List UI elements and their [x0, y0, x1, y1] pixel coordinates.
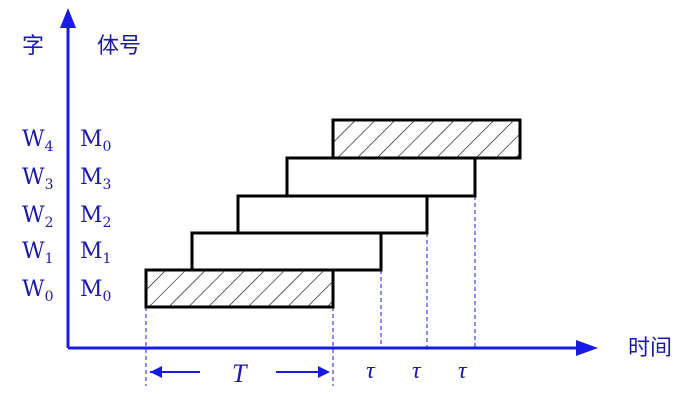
- box-w0-hatched: [144, 268, 335, 309]
- word-label-w3: W3: [22, 165, 54, 193]
- box-w4-hatched: [331, 118, 522, 160]
- y-axis-arrow: [60, 8, 76, 28]
- body-label-m0-top: M0: [80, 127, 111, 155]
- box-w2: [236, 194, 429, 235]
- word-label-w2: W2: [22, 203, 54, 231]
- box-w1: [190, 231, 383, 272]
- body-column-label: 体号: [97, 34, 141, 59]
- body-label-m2: M2: [80, 203, 111, 231]
- body-label-m1: M1: [80, 239, 111, 267]
- tau-label-3: τ: [458, 358, 468, 384]
- tau-label-1: τ: [366, 358, 376, 384]
- word-label-w0: W0: [22, 277, 54, 305]
- x-axis-arrow: [576, 340, 598, 356]
- x-axis-label: 时间: [628, 336, 672, 361]
- body-label-m3: M3: [80, 165, 111, 193]
- word-label-w4: W4: [22, 127, 54, 155]
- word-label-w1: W1: [22, 239, 54, 267]
- period-label: T: [232, 359, 248, 388]
- body-label-m0: M0: [80, 277, 111, 305]
- box-w3: [285, 156, 477, 198]
- period-arrowhead-left: [150, 366, 162, 378]
- period-arrowhead-right: [318, 366, 330, 378]
- tau-label-2: τ: [412, 358, 422, 384]
- y-axis-label: 字: [22, 34, 44, 59]
